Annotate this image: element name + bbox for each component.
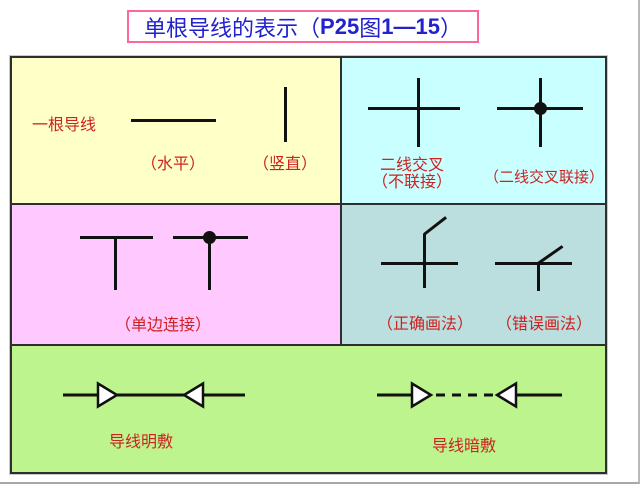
concealed-arrowhead-right-icon	[410, 381, 434, 409]
tee-caption: （单边连接）	[114, 317, 211, 334]
cross-joined-caption: （二线交叉联接）	[483, 169, 604, 186]
tee-plain-vertical	[114, 236, 117, 290]
row-divider-2	[12, 344, 605, 346]
exposed-arrowhead-right-icon	[96, 381, 120, 409]
concealed-arrowhead-left-icon	[494, 381, 518, 409]
cross-unjoined-caption-line1: 二线交叉	[379, 157, 444, 174]
vertical-caption: （竖直）	[252, 156, 317, 173]
cross-unjoined-horizontal	[368, 107, 460, 110]
single-wire-label: 一根导线	[32, 117, 97, 134]
branch-correct-horizontal	[381, 262, 458, 265]
vertical-wire-symbol	[284, 87, 287, 142]
horizontal-caption: （水平）	[140, 156, 205, 173]
tee-dotted-vertical	[208, 236, 211, 290]
title-suffix: ）	[439, 15, 462, 41]
cell-tee-connection: （单边连接）	[12, 204, 342, 345]
column-divider	[340, 58, 342, 345]
cross-unjoined-caption-line2: （不联接）	[371, 174, 452, 191]
title-figure-ref: 1—15	[381, 13, 440, 39]
title-page-ref: P25	[320, 13, 360, 39]
concealed-caption: 导线暗敷	[431, 438, 496, 455]
cell-single-wire: 一根导线 （水平） （竖直）	[12, 58, 342, 204]
horizontal-wire-symbol	[131, 119, 216, 122]
row-divider-1	[12, 203, 605, 205]
laying-symbols-graphic	[63, 381, 562, 409]
title-mid: 图	[359, 15, 382, 41]
cell-laying-method: 导线明敷 导线暗敷	[12, 345, 605, 472]
exposed-caption: 导线明敷	[108, 434, 173, 451]
title-prefix: 单根导线的表示（	[144, 15, 321, 41]
symbol-table: 一根导线 （水平） （竖直） 二线交叉（不联接） （二线交叉联接） （单边连接）	[10, 56, 607, 474]
branch-wrong-caption: （错误画法）	[495, 316, 592, 333]
cross-unjoined-caption: 二线交叉（不联接）	[352, 157, 472, 191]
cross-unjoined-vertical	[417, 78, 420, 147]
junction-dot	[534, 102, 547, 115]
tee-junction-dot	[203, 231, 216, 244]
cell-branch-method: （正确画法） （错误画法）	[342, 204, 605, 345]
branch-wrong-vertical	[537, 263, 540, 291]
branch-correct-caption: （正确画法）	[376, 316, 473, 333]
exposed-arrowhead-left-icon	[181, 381, 205, 409]
cell-crossing: 二线交叉（不联接） （二线交叉联接）	[342, 58, 605, 204]
branch-correct-vertical	[423, 234, 426, 288]
branch-correct-diagonal	[423, 216, 447, 236]
branch-wrong-horizontal	[495, 262, 572, 265]
